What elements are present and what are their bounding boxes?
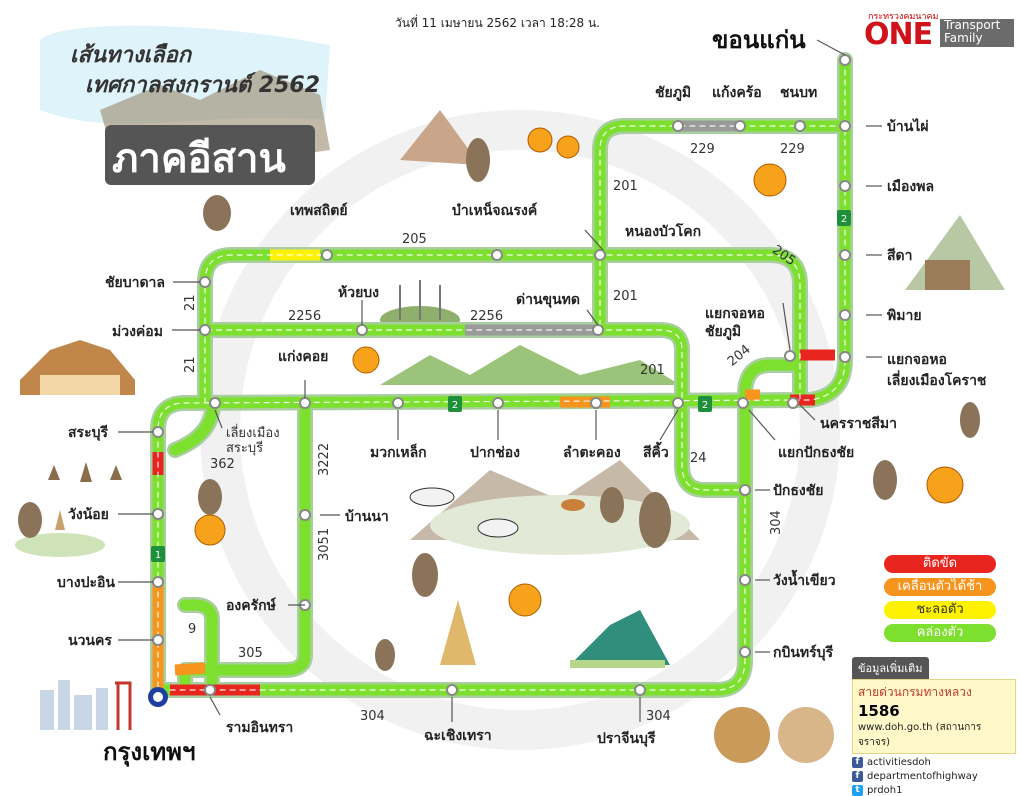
brand-one: ONE bbox=[864, 17, 933, 52]
place-chachoengsao: ฉะเชิงเทรา bbox=[424, 728, 492, 744]
place-kaeng-khoi: แก่งคอย bbox=[278, 349, 328, 365]
place-wang-nam-khiao: วังน้ำเขียว bbox=[773, 569, 836, 589]
route-number: 24 bbox=[690, 451, 707, 466]
legend-slow: เคลื่อนตัวได้ช้า bbox=[884, 578, 996, 596]
place-huai-bong: ห้วยบง bbox=[338, 285, 379, 301]
traffic-legend: ติดขัด เคลื่อนตัวได้ช้า ชะลอตัว คล่องตัว bbox=[884, 555, 996, 647]
place-chonnabot: ชนบท bbox=[780, 85, 817, 101]
title-line-2: เทศกาลสงกรานต์ 2562 bbox=[85, 72, 320, 98]
route-map: 2 2 2 1 229 229 201 bbox=[15, 25, 1005, 768]
place-thep-sathit: เทพสถิตย์ bbox=[290, 202, 348, 219]
hotline-number: 1586 bbox=[858, 702, 900, 720]
place-sikhio: สีคิ้ว bbox=[643, 441, 669, 461]
place-dan-khun-thot: ด่านขุนทด bbox=[516, 292, 580, 308]
info-header: ข้อมูลเพิ่มเติม bbox=[852, 657, 929, 679]
place-nakhon-ratchasima: นครราชสีมา bbox=[820, 416, 897, 432]
place-jct-bypass: แยกจอหอเลี่ยงเมืองโคราช bbox=[887, 352, 987, 389]
place-bamnet-narong: บำเหน็จณรงค์ bbox=[452, 201, 537, 219]
website-link[interactable]: www.doh.go.th (สถานการจราจร) bbox=[858, 722, 982, 748]
place-chai-badan: ชัยบาดาล bbox=[105, 275, 165, 291]
route-number: 304 bbox=[769, 510, 784, 535]
route-numbers: 229 229 201 201 201 205 205 2256 2256 21… bbox=[183, 142, 805, 724]
legend-smooth: คล่องตัว bbox=[884, 624, 996, 642]
one-transport-logo: กระทรวงคมนาคม ONE Transport Family bbox=[860, 9, 1016, 52]
place-kabin-buri: กบินทร์บุรี bbox=[773, 644, 834, 661]
place-jct-chaiyaphum: แยกจอหอชัยภูมิ bbox=[705, 306, 765, 340]
legend-moderate: ชะลอตัว bbox=[884, 601, 996, 619]
place-muang-khom: ม่วงค่อม bbox=[112, 324, 163, 340]
place-jct-pak-thong-chai: แยกปักธงชัย bbox=[778, 445, 854, 461]
place-nawanakhon: นวนคร bbox=[68, 633, 112, 649]
twitter-link[interactable]: prdoh1 bbox=[867, 785, 903, 796]
route-number: 3051 bbox=[317, 528, 332, 561]
road-9 bbox=[179, 599, 218, 696]
facebook-icon: f bbox=[852, 771, 863, 782]
route-number: 21 bbox=[183, 356, 198, 373]
place-chaiyaphum: ชัยภูมิ bbox=[655, 85, 691, 101]
facebook-link-department[interactable]: departmentofhighway bbox=[867, 771, 978, 782]
facebook-icon: f bbox=[852, 757, 863, 768]
motorway-markers: 2 2 2 1 bbox=[151, 210, 851, 562]
title-block: เส้นทางเลือก เทศกาลสงกรานต์ 2562 ภาคอีสา… bbox=[70, 43, 320, 182]
scenery bbox=[15, 25, 1005, 763]
route-number: 201 bbox=[640, 363, 665, 378]
city-bangkok: กรุงเทพฯ bbox=[103, 738, 195, 768]
route-number: 304 bbox=[646, 709, 671, 724]
route-number: 201 bbox=[613, 289, 638, 304]
twitter-icon: t bbox=[852, 785, 863, 796]
road-3222-3051 bbox=[179, 397, 311, 696]
brand-transport-family: Transport Family bbox=[940, 19, 1014, 47]
motorway-2-marker: 2 bbox=[452, 400, 458, 411]
motorway-1-marker: 1 bbox=[155, 550, 161, 561]
route-number: 362 bbox=[210, 457, 235, 472]
facebook-link-activities[interactable]: activitiesdoh bbox=[867, 757, 931, 768]
place-pak-chong: ปากช่อง bbox=[470, 445, 520, 461]
place-saraburi: สระบุรี bbox=[68, 425, 108, 441]
ministry-label: กระทรวงคมนาคม bbox=[868, 12, 939, 22]
place-ban-na: บ้านนา bbox=[345, 509, 389, 525]
place-ram-inthra: รามอินทรา bbox=[226, 720, 293, 736]
route-number: 2256 bbox=[288, 309, 321, 324]
route-number: 229 bbox=[780, 142, 805, 157]
place-bang-pa-in: บางปะอิน bbox=[57, 575, 115, 591]
route-number: 229 bbox=[690, 142, 715, 157]
info-panel: ข้อมูลเพิ่มเติม สายด่วนกรมทางหลวง 1586 w… bbox=[852, 657, 1016, 796]
place-ban-phai: บ้านไผ่ bbox=[887, 117, 929, 135]
motorway-2-marker: 2 bbox=[702, 400, 708, 411]
route-number: 9 bbox=[188, 622, 196, 637]
place-bypass-saraburi: เลี่ยงเมืองสระบุรี bbox=[226, 424, 280, 456]
route-number: 2256 bbox=[470, 309, 503, 324]
place-sida: สีดา bbox=[887, 248, 913, 264]
route-number: 304 bbox=[360, 709, 385, 724]
route-number: 3222 bbox=[317, 443, 332, 476]
motorway-2-marker: 2 bbox=[841, 214, 847, 225]
place-lam-takhong: ลำตะคอง bbox=[563, 445, 621, 461]
route-number: 21 bbox=[183, 294, 198, 311]
place-kaeng-khro: แก้งคร้อ bbox=[712, 85, 762, 101]
hotline-label: สายด่วนกรมทางหลวง bbox=[858, 685, 972, 699]
route-number: 305 bbox=[238, 646, 263, 661]
place-mueang-phon: เมืองพล bbox=[887, 179, 934, 195]
timestamp: วันที่ 11 เมษายน 2562 เวลา 18:28 น. bbox=[395, 16, 600, 30]
route-number: 205 bbox=[402, 232, 427, 247]
place-wang-noi: วังน้อย bbox=[68, 507, 109, 523]
place-pak-thong-chai: ปักธงชัย bbox=[773, 483, 823, 499]
place-nong-bua-khok: หนองบัวโคก bbox=[625, 222, 701, 240]
place-muak-lek: มวกเหล็ก bbox=[370, 443, 427, 461]
place-phimai: พิมาย bbox=[887, 308, 922, 324]
title-line-1: เส้นทางเลือก bbox=[70, 43, 193, 68]
legend-jam: ติดขัด bbox=[884, 555, 996, 573]
place-labels: ขอนแก่น ชัยภูมิ แก้งคร้อ ชนบท บ้านไผ่ เม… bbox=[57, 26, 987, 768]
road-362 bbox=[169, 397, 219, 456]
region-label: ภาคอีสาน bbox=[112, 136, 286, 182]
place-prachin-buri: ปราจีนบุรี bbox=[597, 731, 656, 747]
city-khon-kaen: ขอนแก่น bbox=[712, 26, 806, 54]
route-number: 201 bbox=[613, 179, 638, 194]
leader-lines bbox=[118, 39, 882, 722]
place-ongkharak: องครักษ์ bbox=[226, 597, 276, 614]
watermark-seal bbox=[200, 110, 840, 750]
